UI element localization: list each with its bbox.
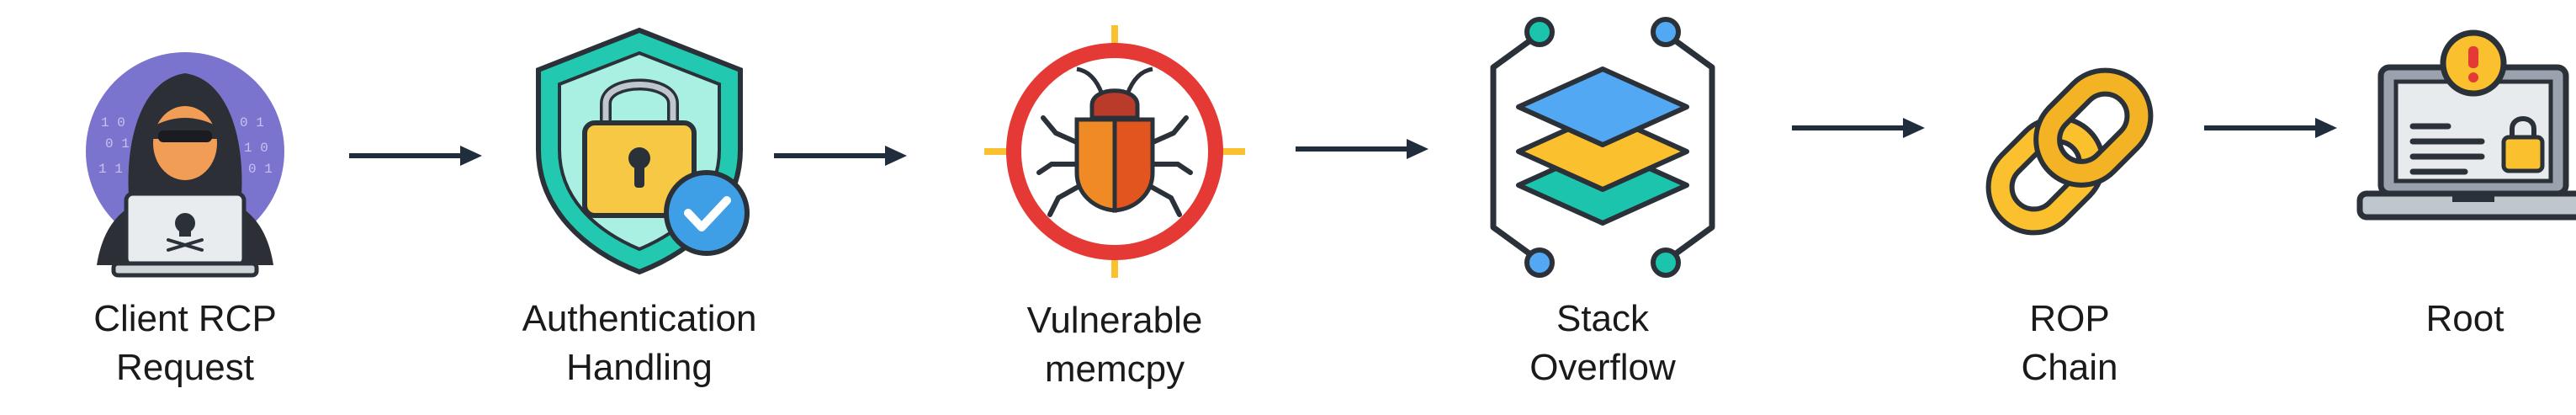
step-label-line1: Vulnerable bbox=[1026, 300, 1203, 341]
flow-arrow-4 bbox=[1792, 118, 1925, 138]
svg-text:1 0: 1 0 bbox=[244, 141, 268, 156]
svg-text:0 1: 0 1 bbox=[240, 115, 264, 130]
step-label-line1: Root bbox=[2425, 298, 2504, 339]
step-label-line1: ROP bbox=[2029, 298, 2110, 339]
step-label-line2: memcpy bbox=[1044, 348, 1185, 390]
step-label-line2: Overflow bbox=[1529, 347, 1676, 388]
svg-text:0 1: 0 1 bbox=[105, 136, 130, 152]
step-label-client: Client RCP Request bbox=[8, 295, 362, 392]
flow-arrow-3 bbox=[1296, 139, 1428, 159]
svg-text:0 1: 0 1 bbox=[248, 162, 273, 177]
hacker-laptop-icon: 1 0 0 1 1 1 0 1 1 0 0 1 bbox=[86, 52, 284, 278]
step-label-line1: Stack bbox=[1556, 298, 1650, 339]
stacked-layers-icon bbox=[1490, 17, 1715, 278]
step-label-line1: Authentication bbox=[522, 298, 757, 339]
step-label-vuln: Vulnerable memcpy bbox=[938, 296, 1291, 394]
svg-text:1 0: 1 0 bbox=[101, 115, 125, 130]
compromised-laptop-icon bbox=[2356, 29, 2576, 221]
step-label-rop: ROP Chain bbox=[1893, 295, 2246, 392]
step-label-line1: Client RCP bbox=[93, 298, 277, 339]
step-label-auth: Authentication Handling bbox=[463, 295, 816, 392]
step-label-root: Root bbox=[2288, 295, 2576, 343]
step-label-line2: Chain bbox=[2021, 347, 2118, 388]
step-label-line2: Request bbox=[116, 347, 254, 388]
flow-arrow-5 bbox=[2204, 118, 2337, 138]
shield-lock-icon bbox=[536, 27, 750, 275]
flow-arrow-1 bbox=[349, 146, 482, 166]
step-label-line2: Handling bbox=[566, 347, 713, 388]
flow-arrow-2 bbox=[774, 146, 907, 166]
chain-link-icon bbox=[1985, 67, 2154, 236]
bug-target-icon bbox=[984, 25, 1245, 278]
step-label-stack: Stack Overflow bbox=[1426, 295, 1779, 392]
svg-text:1 1: 1 1 bbox=[98, 162, 123, 177]
